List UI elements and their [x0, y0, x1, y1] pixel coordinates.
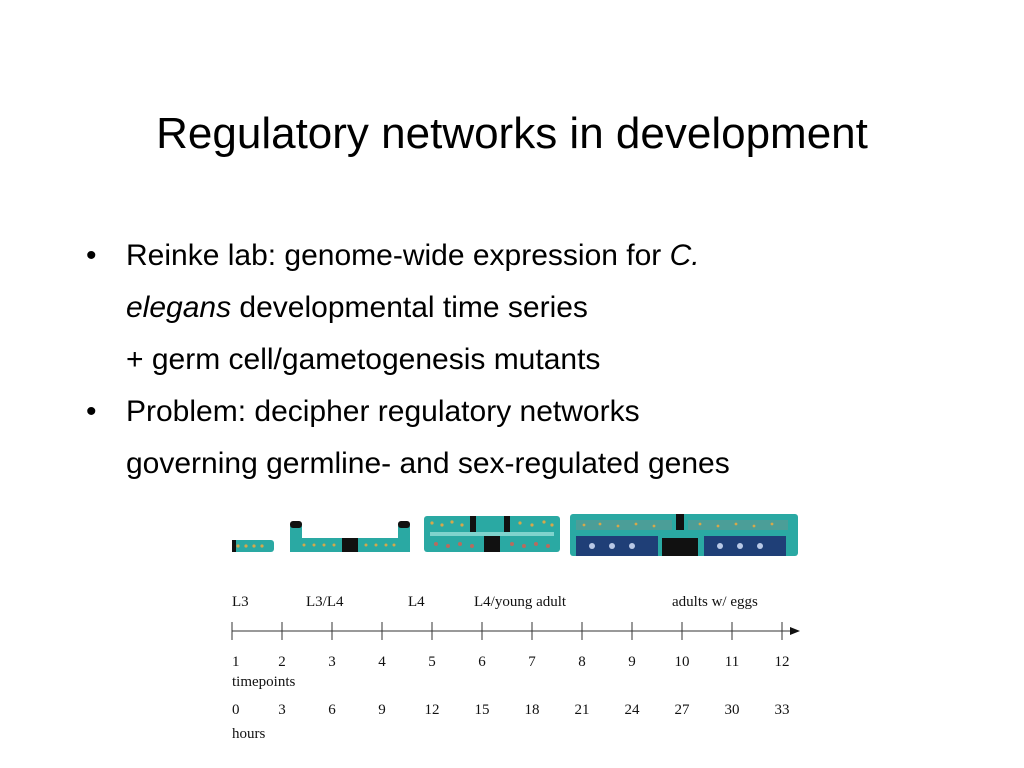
- timepoint-number: 10: [675, 654, 690, 670]
- hour-number: 30: [725, 702, 740, 718]
- bullet-1-text-cont: developmental time series: [231, 291, 588, 324]
- timepoint-number: 4: [378, 654, 386, 670]
- worm-l4: [424, 516, 560, 552]
- bullet-1-italic-genus: C.: [669, 239, 700, 272]
- bullet-1-line3: + germ cell/gametogenesis mutants: [126, 343, 601, 376]
- hour-number: 18: [525, 702, 540, 718]
- hour-labels: 0 3 6 9 12 15 18 21 24 27 30 33: [232, 702, 790, 718]
- worm-l3: [232, 540, 274, 552]
- stage-labels: L3 L3/L4 L4 L4/young adult adults w/ egg…: [232, 594, 758, 610]
- development-timeline-figure: L3 L3/L4 L4 L4/young adult adults w/ egg…: [231, 514, 800, 742]
- stage-label: L3/L4: [306, 594, 344, 610]
- bullet-item-1: • Reinke lab: genome-wide expression for…: [86, 230, 966, 386]
- bullet-2-line2: governing germline- and sex-regulated ge…: [126, 447, 730, 480]
- timepoint-number: 7: [528, 654, 536, 670]
- timepoint-number: 6: [478, 654, 486, 670]
- timepoint-number: 12: [775, 654, 790, 670]
- timepoint-number: 11: [725, 654, 739, 670]
- bullet-list: • Reinke lab: genome-wide expression for…: [86, 230, 966, 490]
- hour-number: 21: [575, 702, 590, 718]
- bullet-icon: •: [86, 239, 97, 272]
- stage-label: L4: [408, 594, 425, 610]
- hour-number: 33: [775, 702, 790, 718]
- hour-number: 27: [675, 702, 691, 718]
- hour-number: 3: [278, 702, 286, 718]
- stage-label: L4/young adult: [474, 594, 567, 610]
- bullet-1-text: Reinke lab: genome-wide expression for: [126, 239, 670, 272]
- timepoint-number: 1: [232, 654, 240, 670]
- timeline-axis: [231, 622, 800, 640]
- bullet-icon: •: [86, 395, 97, 428]
- timepoint-number: 8: [578, 654, 586, 670]
- timepoints-label: timepoints: [232, 674, 295, 690]
- timepoint-number: 2: [278, 654, 286, 670]
- hour-number: 24: [625, 702, 641, 718]
- worm-illustrations: [232, 514, 798, 556]
- hour-number: 6: [328, 702, 336, 718]
- hour-number: 0: [232, 702, 240, 718]
- hour-number: 15: [475, 702, 490, 718]
- bullet-1-italic-species: elegans: [126, 291, 232, 324]
- bullet-item-2: • Problem: decipher regulatory networks …: [86, 386, 966, 490]
- timeline-ticks: [231, 622, 783, 640]
- hour-number: 9: [378, 702, 386, 718]
- timepoint-number: 5: [428, 654, 436, 670]
- stage-label: adults w/ eggs: [672, 594, 758, 610]
- timepoint-number: 3: [328, 654, 336, 670]
- slide-title: Regulatory networks in development: [156, 109, 868, 158]
- worm-adult: [570, 514, 798, 556]
- stage-label: L3: [232, 594, 249, 610]
- arrow-right-icon: [790, 627, 800, 635]
- worm-l3-l4: [290, 521, 410, 552]
- hours-label: hours: [232, 726, 265, 742]
- hour-number: 12: [425, 702, 440, 718]
- timepoint-number: 9: [628, 654, 636, 670]
- bullet-2-line1: Problem: decipher regulatory networks: [126, 395, 640, 428]
